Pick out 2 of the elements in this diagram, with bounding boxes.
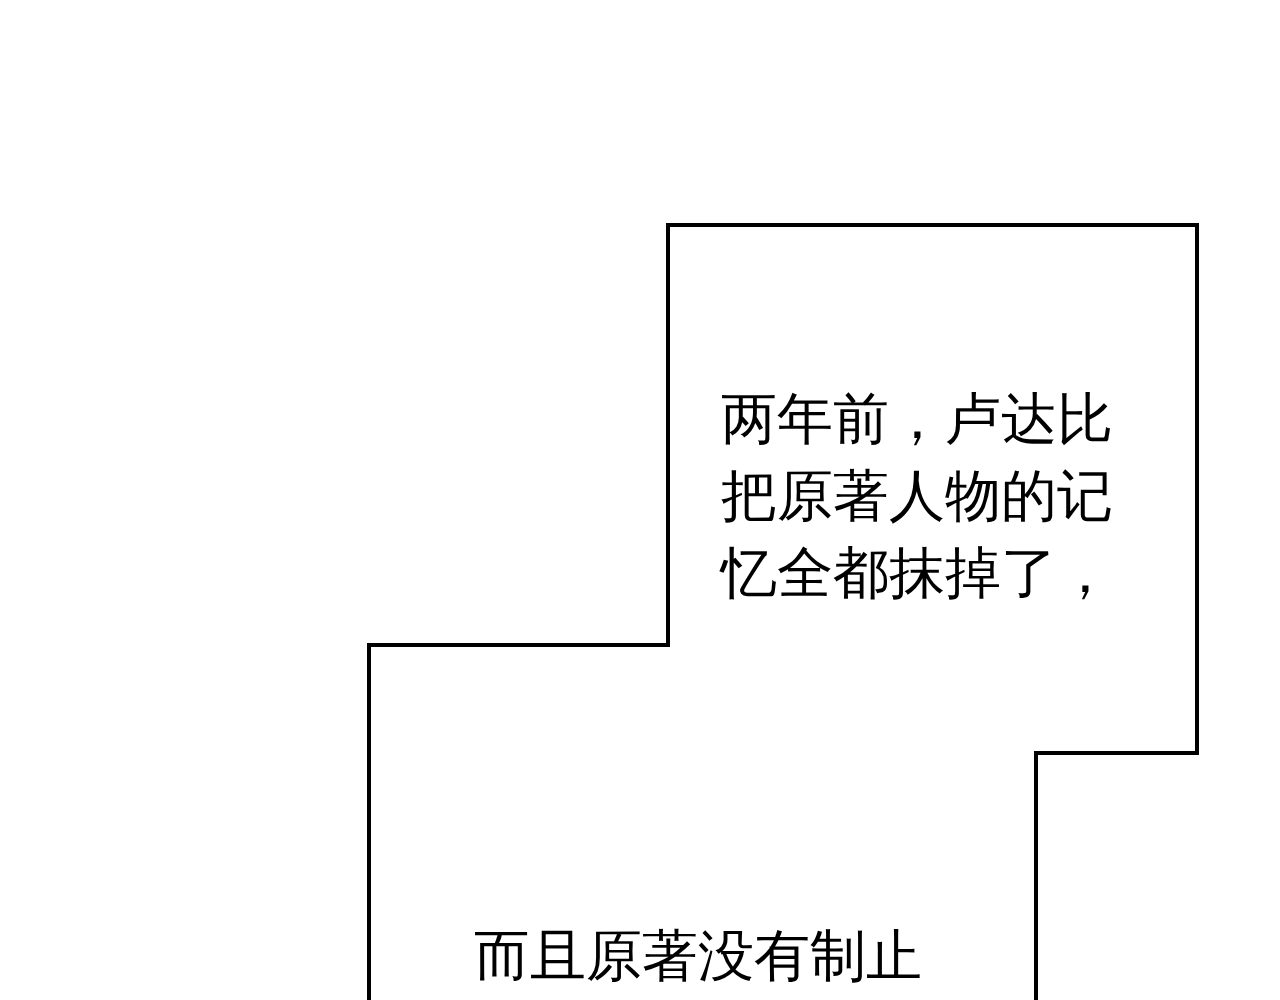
narration-text: 两年前，卢达比把原著人物的记忆全都抹掉了， xyxy=(721,385,1114,607)
narration-text: 而且原著没有制止 xyxy=(474,922,923,990)
